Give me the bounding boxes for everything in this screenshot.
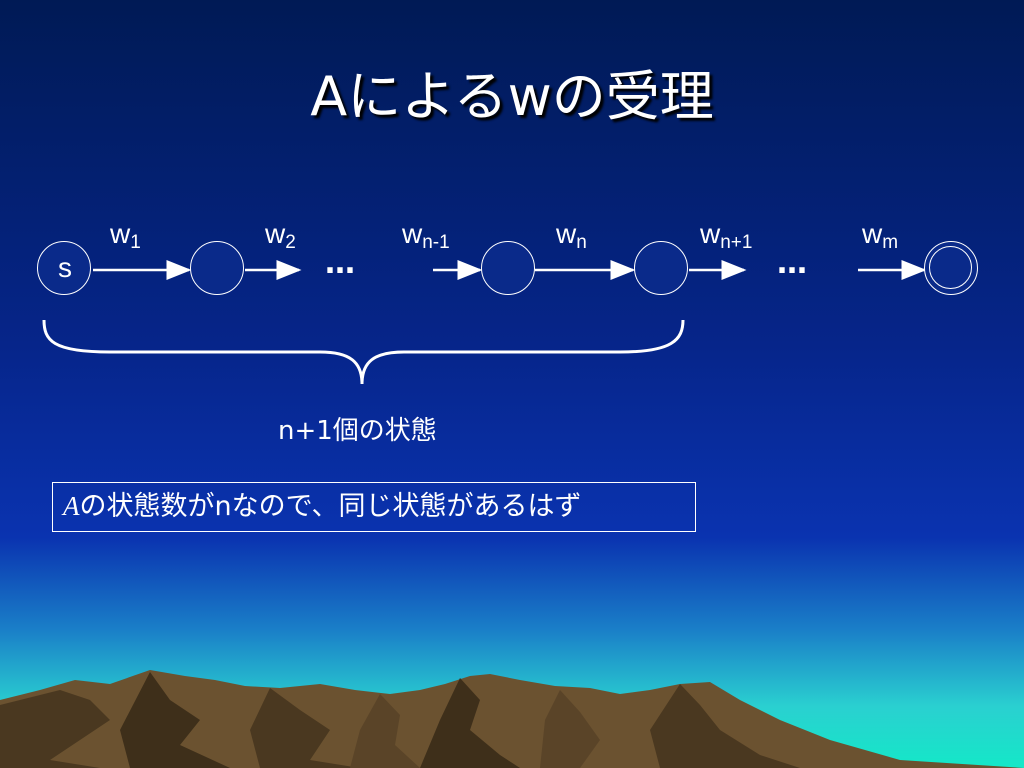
state-n (634, 241, 688, 295)
note-text: の状態数がnなので、同じ状態があるはず (80, 491, 582, 522)
label-wn-1: wn-1 (402, 218, 450, 254)
state-accept (924, 241, 978, 295)
state-n-1 (481, 241, 535, 295)
label-w1: w1 (110, 218, 141, 254)
start-state-label: s (38, 252, 92, 284)
note-box: Aの状態数がnなので、同じ状態があるはず (52, 482, 696, 532)
ellipsis-2: … (777, 246, 811, 281)
ellipsis-1: … (325, 246, 359, 281)
label-wn+1: wn+1 (700, 218, 752, 254)
state-start: s (37, 241, 91, 295)
note-var: A (63, 491, 80, 521)
label-wn: wn (556, 218, 587, 254)
state-1 (190, 241, 244, 295)
label-w2: w2 (265, 218, 296, 254)
label-wm: wm (862, 218, 898, 254)
curly-brace (44, 320, 683, 384)
brace-label: n+1個の状態 (278, 410, 437, 447)
